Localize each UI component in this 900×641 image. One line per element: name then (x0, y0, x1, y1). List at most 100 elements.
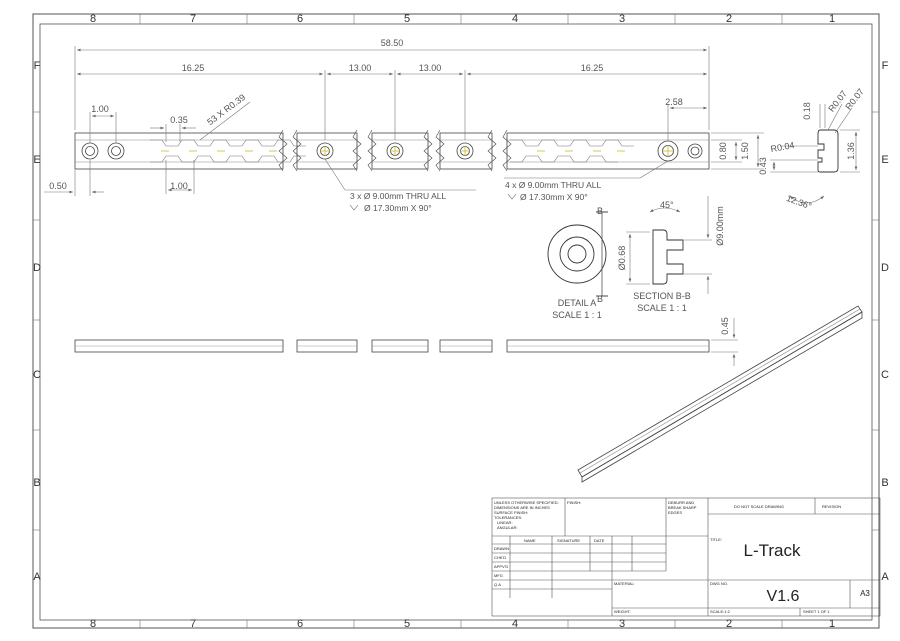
zone-col-top: 5 (404, 13, 410, 25)
scale-value: SCALE:1:2 (710, 609, 731, 614)
detail-a-view (547, 224, 607, 284)
zone-col-bottom: 1 (829, 618, 835, 630)
tol-note-line: TOLERANCES: (494, 515, 522, 520)
dim-seg-c: 13.00 (419, 63, 442, 73)
tol-note-line: UNLESS OTHERWISE SPECIFIED: (494, 500, 559, 505)
zone-row-left: E (33, 154, 40, 166)
detail-a-scale: SCALE 1 : 1 (552, 310, 602, 320)
track-segment (296, 132, 358, 170)
dim-profile-base: 0.43 (758, 157, 768, 175)
dim-profile-r3: R0.04 (770, 140, 795, 154)
callout-3-csk: Ø 17.30mm X 90° (364, 203, 432, 213)
col-date: DATE (594, 538, 605, 543)
section-labels: Ø0.68 45° Ø9.00mm B B SECTION B-B SCALE … (597, 200, 725, 313)
mounting-hole (687, 143, 703, 159)
mounting-hole (81, 142, 99, 160)
dim-height-inner: 0.80 (718, 142, 728, 160)
zone-col-bottom: 6 (297, 618, 303, 630)
track-segment (74, 132, 284, 170)
section-dimensions (626, 196, 712, 294)
zone-row-left: D (33, 262, 41, 274)
dim-seg-b: 13.00 (349, 63, 372, 73)
row-qa: Q.A (494, 582, 501, 587)
dimension-labels: 58.50 16.25 13.00 13.00 16.25 2.58 1.00 … (49, 38, 750, 191)
dim-profile-top: 0.18 (802, 102, 812, 120)
row-approved: APPV'D (494, 564, 508, 569)
sheet-value: SHEET 1 OF 1 (803, 609, 830, 614)
zone-col-bottom: 3 (619, 618, 625, 630)
zone-row-right: E (881, 154, 888, 166)
zone-col-top: 2 (726, 13, 732, 25)
mounting-hole (107, 142, 125, 160)
side-view (74, 339, 710, 353)
finish-label: FINISH: (567, 500, 581, 505)
countersunk-hole (386, 142, 404, 160)
zone-row-left: F (34, 60, 41, 72)
track-profile (817, 129, 839, 173)
tol-note-line: SURFACE FINISH: (494, 510, 528, 515)
zone-row-right: D (881, 262, 889, 274)
callout-4-holes: 4 x Ø 9.00mm THRU ALL (505, 180, 601, 190)
zone-row-right: B (881, 477, 888, 489)
sheet-size: A3 (860, 589, 870, 598)
dim-edge-offset: 0.50 (49, 181, 67, 191)
zone-col-top: 4 (512, 13, 518, 25)
inner-border (39, 23, 873, 621)
zone-col-top: 1 (829, 13, 835, 25)
zone-col-bottom: 5 (404, 618, 410, 630)
section-scale: SCALE 1 : 1 (637, 303, 687, 313)
detail-a-title: DETAIL A (558, 298, 597, 308)
section-title: SECTION B-B (633, 291, 691, 301)
section-marker-bottom: B (597, 294, 603, 304)
zone-col-top: 7 (190, 13, 196, 25)
title-label: TITLE: (710, 537, 722, 542)
zone-col-bottom: 7 (190, 618, 196, 630)
profile-labels: 1.36 0.18 R0.07 R0.07 R0.04 0.43 12.36° (758, 87, 866, 212)
detail-a-labels: DETAIL A SCALE 1 : 1 (552, 298, 602, 320)
title-block-text: UNLESS OTHERWISE SPECIFIED: DIMENSIONS A… (494, 500, 841, 614)
zone-labels: 8 7 6 5 4 3 2 1 8 7 6 5 4 3 2 1 F E D C … (33, 13, 889, 630)
isometric-view (577, 305, 863, 483)
zone-row-left: B (33, 477, 40, 489)
zone-col-bottom: 2 (726, 618, 732, 630)
zone-row-right: F (882, 60, 889, 72)
dim-section-angle: 45° (660, 200, 674, 210)
zone-col-bottom: 4 (512, 618, 518, 630)
row-drawn: DRAWN (494, 546, 509, 551)
zone-row-left: A (33, 571, 41, 583)
dim-end-offset: 2.58 (665, 97, 683, 107)
dim-hole-pitch-bottom: 1.00 (170, 181, 188, 191)
col-signature: SIGNATURE (557, 538, 580, 543)
col-name: NAME (524, 538, 536, 543)
row-mfg: MFG (494, 573, 503, 578)
material-label: MATERIAL: (614, 581, 635, 586)
hole-centermarks (161, 145, 674, 157)
section-b-view (596, 211, 684, 297)
profile-dimensions (770, 103, 860, 204)
tol-note-line: DIMENSIONS ARE IN INCHES (494, 505, 550, 510)
dim-hole-pitch: 1.00 (91, 104, 109, 114)
dim-section-width: Ø0.68 (617, 246, 627, 271)
track-segment (439, 132, 493, 170)
profile-view (817, 129, 839, 173)
weight-label: WEIGHT: (614, 609, 631, 614)
dim-profile-r2: R0.07 (843, 87, 866, 112)
do-not-scale-note: DO NOT SCALE DRAWING (734, 504, 784, 509)
zone-row-right: C (881, 369, 889, 381)
dim-height-outer: 1.50 (740, 142, 750, 160)
tol-note-line: ANGULAR: (497, 525, 517, 530)
zone-col-top: 6 (297, 13, 303, 25)
outer-border (32, 13, 880, 629)
csk-symbols (349, 193, 517, 211)
dim-seg-a: 16.25 (182, 63, 205, 73)
deburr-note: EDGES (668, 510, 682, 515)
dim-overall: 58.50 (381, 38, 404, 48)
dim-slot-pitch: 0.35 (170, 115, 188, 125)
zone-row-left: C (33, 369, 41, 381)
dim-seg-d: 16.25 (581, 63, 604, 73)
hole-callouts: 3 x Ø 9.00mm THRU ALL Ø 17.30mm X 90° 4 … (350, 180, 601, 213)
section-profile (652, 229, 684, 285)
dim-profile-height: 1.36 (846, 142, 856, 160)
row-checked: CHK'D (494, 555, 506, 560)
